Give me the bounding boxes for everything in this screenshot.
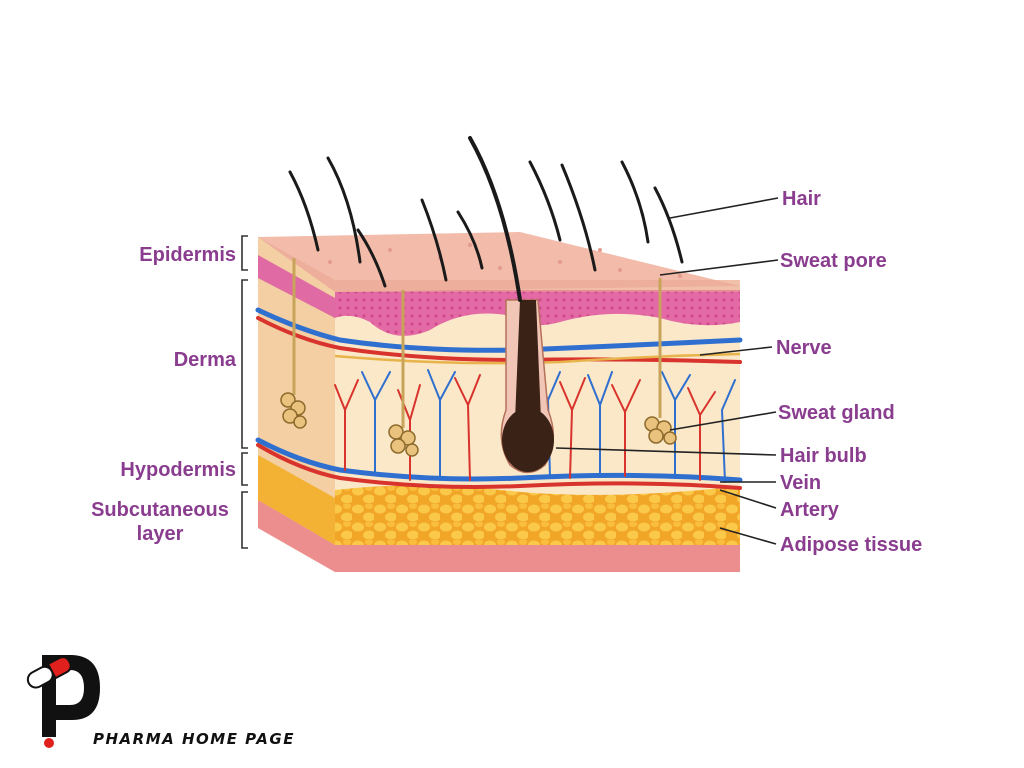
brace-subcutaneous: [241, 491, 248, 549]
label-subcutaneous-line1: Subcutaneous: [91, 499, 229, 521]
hair-strand: [326, 156, 362, 264]
brace-hypodermis: [241, 452, 248, 486]
sweat-gland-2: [388, 424, 419, 457]
brand-logo: PHARMA HOME PAGE: [26, 655, 295, 748]
leader-sweat-pore: [659, 259, 779, 276]
main-hair-shaft: [468, 136, 522, 302]
hair-strand: [288, 170, 320, 252]
side-subcutaneous: [258, 500, 335, 572]
arterial-capillaries: [334, 374, 716, 481]
label-adipose-tissue: Adipose tissue: [780, 534, 922, 556]
hair-root: [515, 300, 541, 420]
adipose-layer: [335, 485, 740, 548]
leader-artery: [719, 489, 777, 509]
label-derma: Derma: [174, 349, 237, 371]
hair-strand: [560, 163, 597, 272]
hair-strand: [420, 198, 448, 282]
side-epidermis: [258, 255, 335, 318]
pharma-p-capsule-icon: [26, 655, 100, 748]
skin-surface: [258, 232, 740, 292]
venous-capillaries: [361, 369, 736, 483]
sweat-gland-1: [280, 392, 307, 429]
label-epidermis: Epidermis: [139, 244, 236, 266]
label-hair: Hair: [782, 188, 821, 210]
right-labels: Hair Sweat pore Nerve Sweat gland Hair b…: [776, 188, 922, 556]
label-hair-bulb: Hair bulb: [780, 445, 867, 467]
hair-bulb-shape: [502, 408, 554, 472]
side-adipose: [258, 455, 335, 545]
leader-adipose: [719, 527, 777, 545]
label-hypodermis: Hypodermis: [120, 459, 236, 481]
hair-strand: [528, 160, 562, 242]
leader-nerve: [699, 346, 773, 356]
sweat-gland-3: [644, 416, 677, 445]
hair-follicle: [500, 299, 554, 474]
brace-derma: [241, 279, 248, 449]
leader-lines: [555, 197, 779, 545]
label-nerve: Nerve: [776, 337, 832, 359]
hair-strand: [620, 160, 650, 244]
surface-pores: [328, 243, 682, 278]
left-braces: [241, 235, 248, 549]
lower-artery: [256, 443, 742, 490]
upper-vein: [255, 307, 743, 353]
hair-strand: [456, 210, 484, 270]
leader-hair-bulb: [555, 447, 777, 456]
brace-epidermis: [241, 235, 248, 271]
label-artery: Artery: [780, 499, 840, 521]
sweat-glands: [280, 258, 677, 457]
subcutaneous-base: [335, 545, 740, 572]
leader-hair: [669, 197, 779, 219]
label-sweat-pore: Sweat pore: [780, 250, 887, 272]
surface-edge: [258, 237, 740, 292]
hairs: [288, 136, 684, 302]
vessels: [255, 307, 743, 490]
label-subcutaneous-line2: layer: [137, 523, 184, 545]
upper-artery: [256, 316, 742, 364]
lower-vein: [255, 437, 743, 483]
hair-strand: [653, 186, 684, 264]
leader-sweat-gland: [669, 411, 777, 431]
label-vein: Vein: [780, 472, 821, 494]
skin-block: [258, 232, 740, 572]
left-labels: Epidermis Derma Hypodermis Subcutaneous …: [91, 244, 237, 545]
label-sweat-gland: Sweat gland: [778, 402, 895, 424]
brand-name: PHARMA HOME PAGE: [93, 730, 295, 748]
hair-strand: [356, 228, 387, 288]
